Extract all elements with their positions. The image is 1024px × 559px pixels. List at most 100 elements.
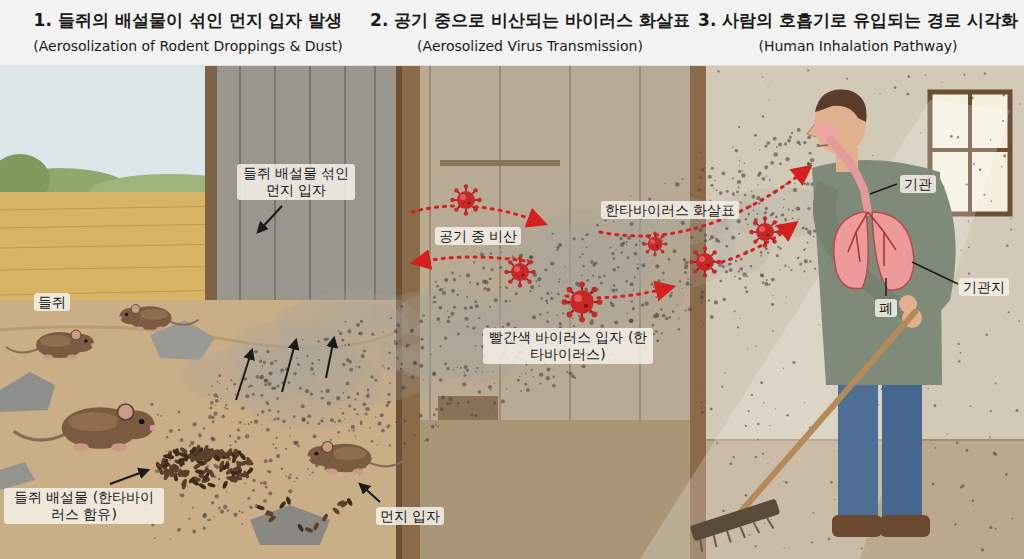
dust-cloud bbox=[775, 408, 776, 409]
dust-cloud bbox=[423, 379, 424, 380]
dust-cloud bbox=[704, 239, 708, 243]
droppings bbox=[265, 511, 274, 516]
dust-cloud bbox=[544, 268, 547, 271]
dust-cloud bbox=[220, 398, 221, 399]
dust-cloud bbox=[388, 351, 391, 354]
dust-cloud bbox=[263, 361, 266, 364]
dust-cloud bbox=[385, 404, 389, 408]
dust-cloud bbox=[562, 312, 564, 314]
dust-cloud bbox=[239, 510, 241, 512]
dust-cloud bbox=[334, 421, 336, 423]
dust-cloud bbox=[359, 331, 363, 335]
dust-cloud bbox=[728, 263, 731, 266]
dust-cloud bbox=[289, 427, 290, 428]
dust-cloud bbox=[796, 207, 800, 211]
dust-cloud bbox=[745, 290, 748, 293]
dust-cloud bbox=[701, 401, 703, 403]
dust-cloud bbox=[716, 442, 718, 444]
dust-cloud bbox=[506, 287, 508, 289]
dust-cloud bbox=[259, 359, 262, 362]
rocks bbox=[0, 372, 55, 412]
dust-cloud bbox=[807, 207, 810, 210]
dust-cloud bbox=[189, 445, 191, 447]
dust-cloud bbox=[789, 136, 792, 139]
dust-cloud bbox=[767, 463, 768, 464]
dust-cloud bbox=[302, 339, 304, 341]
droppings bbox=[231, 454, 237, 463]
dust-cloud bbox=[719, 191, 723, 195]
dust-cloud bbox=[722, 265, 725, 268]
dust-cloud bbox=[578, 315, 581, 318]
dust-cloud bbox=[685, 261, 689, 265]
dust-cloud bbox=[653, 333, 655, 335]
dust-cloud bbox=[663, 279, 664, 280]
dust-cloud bbox=[990, 200, 992, 202]
dust-cloud bbox=[446, 367, 449, 370]
dust-cloud bbox=[769, 425, 770, 426]
dust-cloud bbox=[717, 70, 719, 72]
leader-arrow bbox=[360, 484, 380, 502]
dust-cloud bbox=[154, 537, 156, 539]
dust-cloud bbox=[241, 523, 243, 525]
dust-cloud bbox=[249, 505, 252, 508]
dust-cloud bbox=[329, 439, 331, 441]
respiratory-tract bbox=[868, 212, 896, 250]
dust-cloud bbox=[227, 509, 229, 511]
dust-cloud bbox=[763, 402, 764, 403]
dust-cloud bbox=[213, 393, 217, 397]
dust-cloud bbox=[394, 329, 398, 333]
dust-cloud bbox=[993, 452, 996, 455]
dust-cloud bbox=[779, 269, 780, 270]
dust-cloud bbox=[330, 418, 334, 422]
dust-cloud bbox=[773, 137, 777, 141]
dust-cloud bbox=[673, 249, 677, 253]
dust-cloud bbox=[582, 253, 584, 255]
droppings bbox=[231, 465, 240, 472]
dust-cloud bbox=[217, 381, 219, 383]
dust-cloud bbox=[431, 425, 435, 429]
dust-cloud bbox=[797, 140, 801, 144]
dust-cloud bbox=[710, 235, 714, 239]
dust-cloud bbox=[323, 417, 324, 418]
dust-cloud bbox=[908, 75, 911, 78]
rodent bbox=[6, 330, 95, 360]
person bbox=[807, 89, 956, 537]
dust-cloud bbox=[475, 345, 477, 347]
dust-cloud bbox=[268, 491, 272, 495]
dust-cloud bbox=[214, 516, 215, 517]
dust-cloud bbox=[589, 321, 593, 325]
dust-cloud bbox=[675, 182, 679, 186]
dust-cloud bbox=[600, 281, 603, 284]
dust-cloud bbox=[692, 268, 693, 269]
dust-cloud bbox=[676, 304, 677, 305]
dust-cloud bbox=[277, 410, 280, 413]
dust-cloud bbox=[968, 246, 970, 248]
dust-cloud bbox=[501, 399, 505, 403]
dust-cloud bbox=[545, 300, 548, 303]
dust-cloud bbox=[754, 134, 757, 137]
dust-cloud bbox=[630, 196, 631, 197]
dust-cloud bbox=[776, 146, 778, 148]
dust-cloud bbox=[700, 301, 702, 303]
dust-cloud bbox=[920, 132, 921, 133]
droppings bbox=[172, 449, 181, 456]
dust-cloud bbox=[630, 282, 634, 286]
dust-cloud bbox=[738, 170, 741, 173]
dust-cloud bbox=[225, 404, 227, 406]
leader-arrow bbox=[282, 340, 296, 392]
dust-cloud bbox=[354, 398, 356, 400]
dust-cloud bbox=[289, 473, 291, 475]
dust-cloud bbox=[371, 333, 374, 336]
dust-cloud bbox=[264, 383, 267, 386]
virus-arrow bbox=[418, 257, 532, 262]
dust-cloud bbox=[701, 327, 702, 328]
dust-cloud bbox=[956, 442, 959, 445]
dust-cloud bbox=[784, 264, 786, 266]
dust-cloud bbox=[327, 338, 329, 340]
dust-cloud bbox=[288, 476, 291, 479]
dust-cloud bbox=[775, 215, 778, 218]
dust-cloud bbox=[313, 373, 315, 375]
dust-cloud bbox=[760, 273, 764, 277]
dust-cloud bbox=[758, 172, 762, 176]
